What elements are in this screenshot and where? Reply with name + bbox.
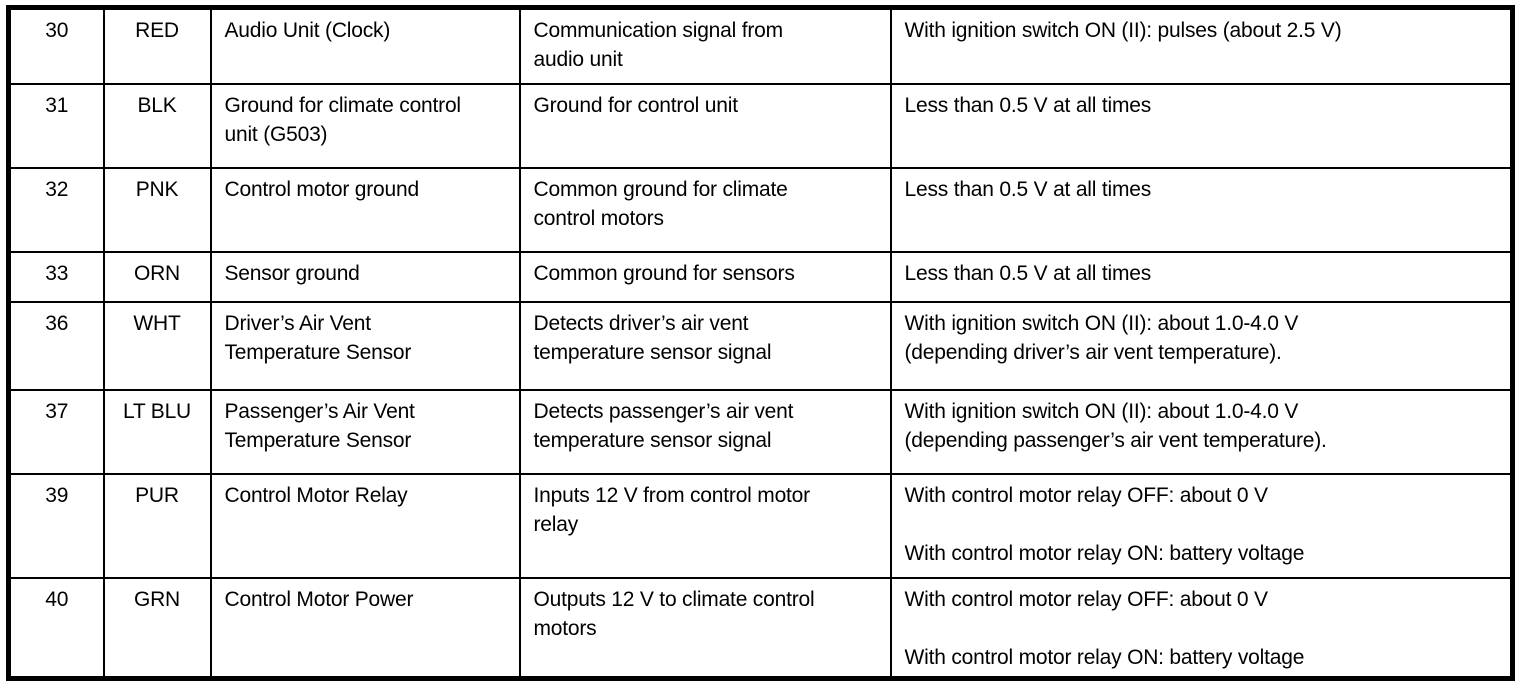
cell-description: Detects driver’s air vent temperature se…: [518, 300, 892, 391]
cell-terminal-name: Driver’s Air Vent Temperature Sensor: [209, 300, 521, 391]
cell-terminal-name: Control Motor Power: [209, 576, 521, 679]
cell-signal-level: With control motor relay OFF: about 0 V …: [889, 576, 1514, 679]
cell-pin: 33: [7, 250, 105, 303]
cell-description: Common ground for sensors: [518, 250, 892, 303]
cell-wire-color: PUR: [102, 472, 212, 579]
cell-description: Inputs 12 V from control motor relay: [518, 472, 892, 579]
cell-pin: 40: [7, 576, 105, 679]
cell-pin: 37: [7, 388, 105, 475]
cell-pin: 39: [7, 472, 105, 579]
cell-description: Outputs 12 V to climate control motors: [518, 576, 892, 679]
cell-terminal-name: Passenger’s Air Vent Temperature Sensor: [209, 388, 521, 475]
cell-terminal-name: Control motor ground: [209, 166, 521, 253]
cell-description: Detects passenger’s air vent temperature…: [518, 388, 892, 475]
cell-pin: 36: [7, 300, 105, 391]
cell-signal-level: Less than 0.5 V at all times: [889, 250, 1514, 303]
cell-terminal-name: Audio Unit (Clock): [209, 6, 521, 85]
cell-pin: 31: [7, 82, 105, 169]
cell-wire-color: RED: [102, 6, 212, 85]
cell-pin: 30: [7, 6, 105, 85]
cell-description: Common ground for climate control motors: [518, 166, 892, 253]
cell-wire-color: BLK: [102, 82, 212, 169]
cell-wire-color: ORN: [102, 250, 212, 303]
cell-description: Ground for control unit: [518, 82, 892, 169]
cell-signal-level: Less than 0.5 V at all times: [889, 166, 1514, 253]
cell-signal-level: With ignition switch ON (II): about 1.0-…: [889, 388, 1514, 475]
cell-signal-level: With control motor relay OFF: about 0 V …: [889, 472, 1514, 579]
cell-wire-color: LT BLU: [102, 388, 212, 475]
cell-wire-color: WHT: [102, 300, 212, 391]
cell-terminal-name: Ground for climate control unit (G503): [209, 82, 521, 169]
cell-terminal-name: Control Motor Relay: [209, 472, 521, 579]
cell-wire-color: PNK: [102, 166, 212, 253]
cell-signal-level: Less than 0.5 V at all times: [889, 82, 1514, 169]
cell-pin: 32: [7, 166, 105, 253]
cell-description: Communication signal from audio unit: [518, 6, 892, 85]
cell-signal-level: With ignition switch ON (II): about 1.0-…: [889, 300, 1514, 391]
cell-terminal-name: Sensor ground: [209, 250, 521, 303]
cell-wire-color: GRN: [102, 576, 212, 679]
cell-signal-level: With ignition switch ON (II): pulses (ab…: [889, 6, 1514, 85]
